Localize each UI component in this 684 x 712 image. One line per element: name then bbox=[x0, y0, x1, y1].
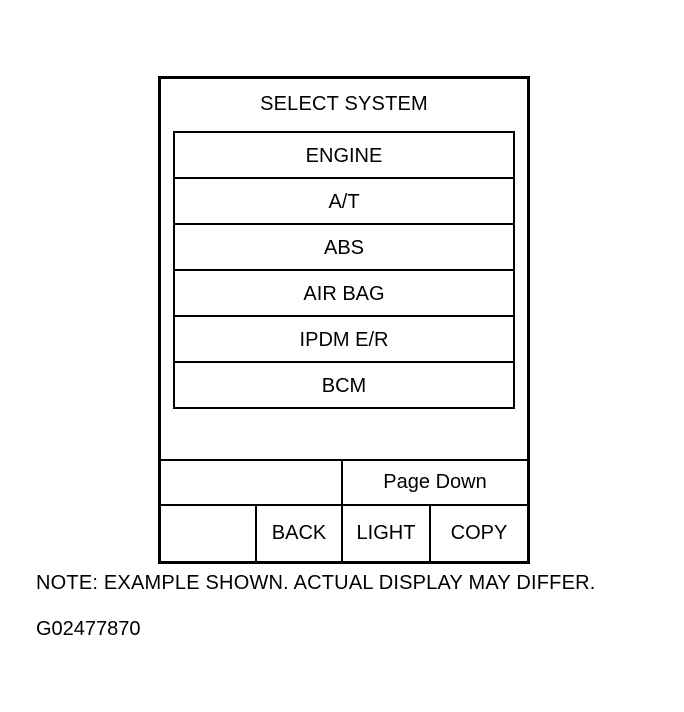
empty-cell bbox=[161, 461, 343, 504]
back-button[interactable]: BACK bbox=[257, 506, 343, 563]
system-item-bcm[interactable]: BCM bbox=[321, 375, 367, 397]
page-down-button[interactable]: Page Down bbox=[383, 471, 487, 493]
system-list: ENGINE A/T ABS AIR BAG IPDM E/R BCM bbox=[173, 131, 515, 409]
footer-row-buttons: BACK LIGHT COPY bbox=[161, 506, 527, 563]
system-item-air-bag[interactable]: AIR BAG bbox=[175, 271, 513, 317]
figure-id: G02477870 bbox=[36, 618, 141, 640]
system-item-ipdm-er[interactable]: IPDM E/R bbox=[175, 317, 513, 363]
consult-display-screen: SELECT SYSTEM ENGINE A/T ABS AIR BAG IPD… bbox=[158, 76, 530, 564]
light-button[interactable]: LIGHT bbox=[343, 506, 431, 563]
caption-note: NOTE: EXAMPLE SHOWN. ACTUAL DISPLAY MAY … bbox=[36, 572, 596, 594]
system-item-engine[interactable]: ENGINE bbox=[175, 133, 513, 179]
empty-button-cell bbox=[161, 506, 257, 563]
system-item-at[interactable]: A/T bbox=[175, 179, 513, 225]
copy-button[interactable]: COPY bbox=[450, 522, 508, 544]
screen-title: SELECT SYSTEM bbox=[260, 93, 428, 115]
footer-controls: Page Down BACK LIGHT COPY bbox=[161, 459, 527, 563]
system-item-abs[interactable]: ABS bbox=[175, 225, 513, 271]
footer-row-pagination: Page Down bbox=[161, 461, 527, 506]
